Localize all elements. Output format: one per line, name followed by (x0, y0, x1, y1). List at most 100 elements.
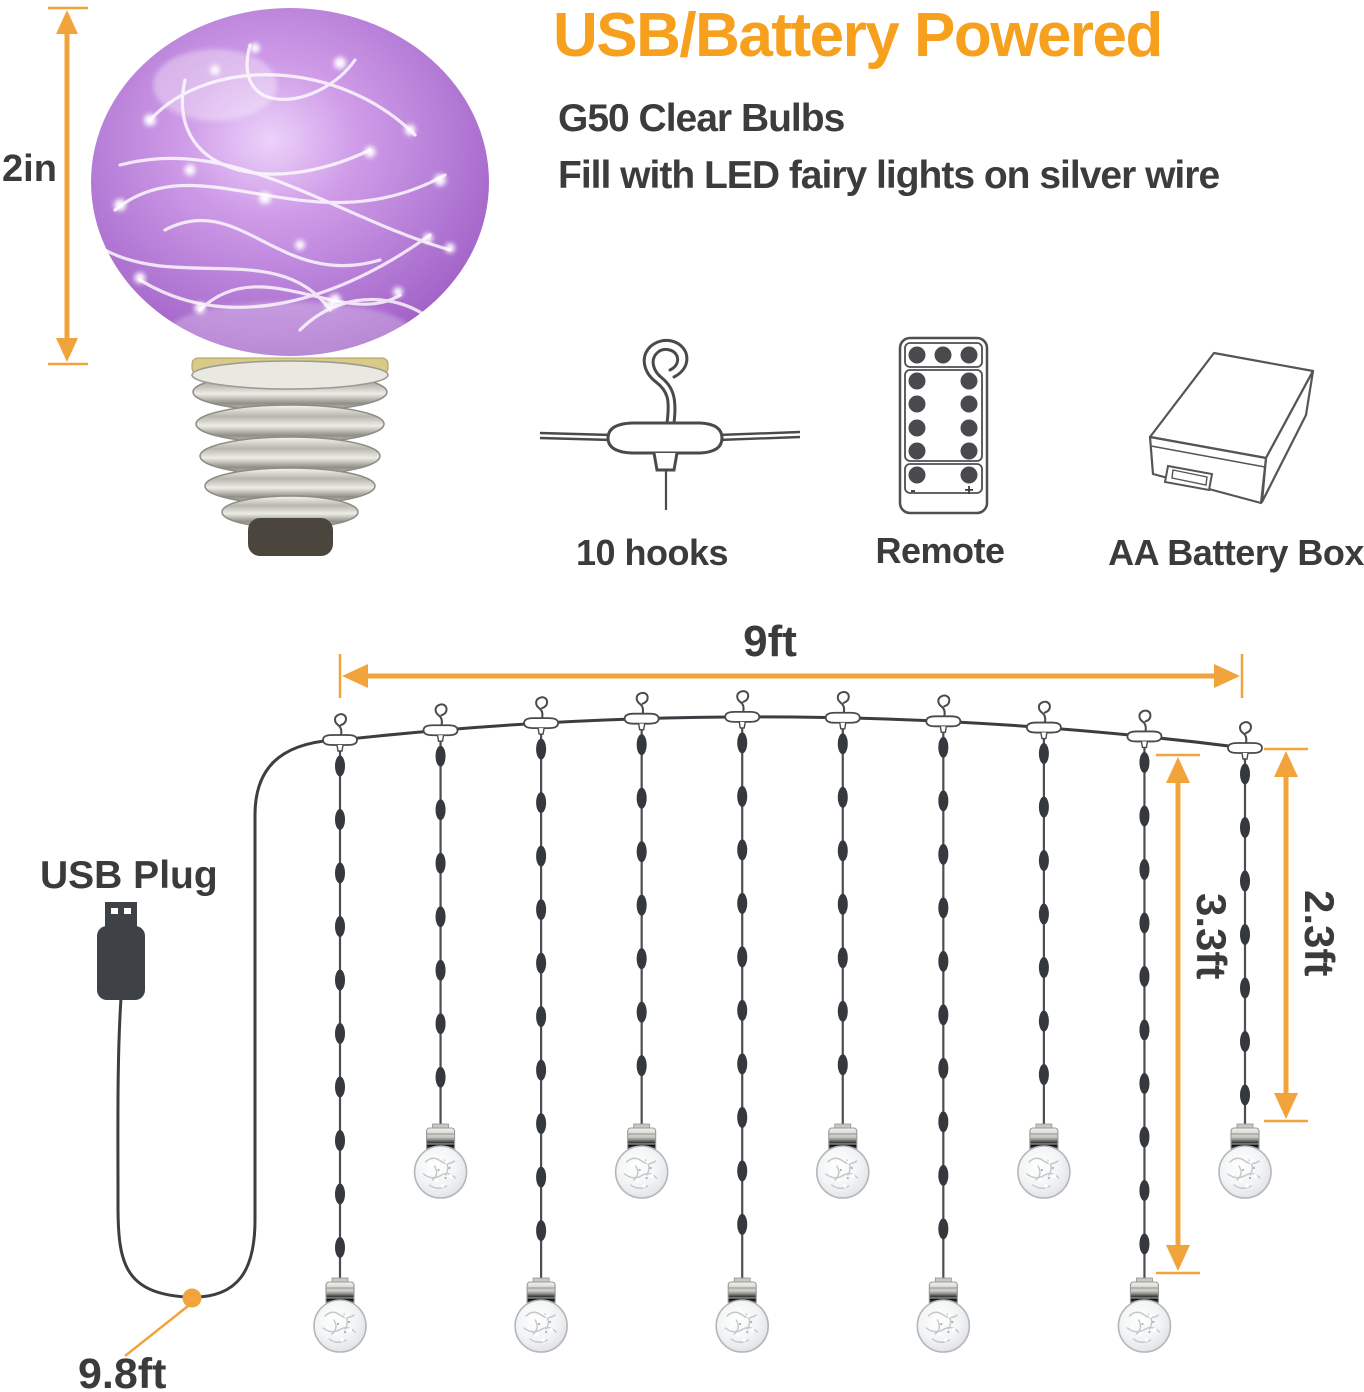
led-bead (1139, 858, 1150, 880)
subtitle-line2: Fill with LED fairy lights on silver wir… (558, 154, 1220, 197)
led-bead (636, 787, 647, 809)
led-bead (837, 786, 848, 808)
led-bead (1240, 977, 1250, 999)
led-bead (335, 809, 345, 830)
led-bead (1240, 870, 1250, 892)
clear-bulb-icon (715, 1277, 770, 1353)
curtain-strings (313, 690, 1272, 1353)
led-bead (938, 950, 949, 972)
bulb-size-label: 2in (2, 148, 57, 190)
clear-bulb-icon (916, 1277, 971, 1353)
hooks-count-label: 10 hooks (575, 532, 729, 573)
led-bead (737, 1106, 748, 1128)
long-drop-label: 3.3ft (1188, 893, 1235, 979)
string-drop-5 (715, 690, 770, 1353)
remote-buttons (908, 346, 978, 484)
led-bead (1139, 1072, 1150, 1094)
led-bead (636, 1055, 647, 1077)
led-bead (1240, 817, 1250, 838)
led-bead (938, 843, 949, 865)
led-bead (938, 1111, 949, 1133)
led-bead (837, 733, 848, 755)
led-bead (1240, 763, 1250, 785)
clear-bulb-icon (514, 1277, 568, 1353)
led-bead (435, 799, 446, 821)
size-arrow-2in (48, 6, 88, 366)
string-drop-3 (514, 696, 568, 1353)
led-bead (737, 999, 748, 1021)
led-bead (1139, 805, 1150, 827)
led-bead (536, 738, 547, 760)
led-bead (1038, 1064, 1049, 1086)
led-bead (737, 1160, 748, 1182)
lead-marker-dot (182, 1288, 202, 1308)
lead-length-callout: 9.8ft (78, 1288, 202, 1392)
led-bead (335, 1023, 345, 1044)
hanging-hook-icon (322, 713, 358, 752)
clear-bulb-icon (413, 1123, 468, 1199)
led-bead (536, 1166, 547, 1188)
led-bead (837, 947, 848, 969)
led-bead (536, 792, 547, 814)
remote-label: Remote (875, 530, 1005, 571)
battery-box-icon (1148, 351, 1315, 505)
long-drop-measure: 3.3ft (1156, 753, 1235, 1275)
led-bead (335, 1130, 345, 1151)
short-drop-label: 2.3ft (1296, 890, 1343, 976)
hanging-hook-icon (1227, 721, 1263, 760)
led-bead (737, 732, 748, 754)
string-drop-2 (413, 703, 468, 1199)
usb-body (97, 926, 145, 1000)
led-bead (1038, 850, 1049, 872)
led-bead (536, 1220, 547, 1242)
hanging-hook-icon (925, 694, 962, 734)
led-bead (636, 948, 647, 970)
curtain-top-cord (339, 715, 1246, 750)
led-bead (1240, 924, 1250, 945)
led-bead (837, 1000, 848, 1022)
led-bead (335, 1183, 345, 1205)
led-bead (1240, 1084, 1250, 1106)
led-bead (938, 790, 949, 812)
remote-minus-label: - (910, 482, 915, 499)
usb-plug-label: USB Plug (40, 854, 218, 897)
led-bead (536, 899, 547, 921)
led-bead (435, 959, 446, 981)
led-bead (636, 734, 647, 756)
hanging-hook-icon (824, 690, 861, 730)
led-bead (435, 1066, 446, 1088)
purple-bulb-photo (48, 6, 489, 556)
width-measure-9ft: 9ft (338, 617, 1244, 698)
led-bead (1139, 1233, 1150, 1255)
usb-lead-cord (116, 738, 335, 1299)
remote-icon: - + (898, 336, 989, 515)
led-bead (636, 894, 647, 916)
led-bead (1240, 1031, 1250, 1052)
usb-connector (105, 902, 137, 928)
bulb-glass-globe (91, 8, 489, 358)
led-bead (938, 1164, 949, 1186)
led-bead (536, 1113, 547, 1135)
led-bead (1139, 1179, 1150, 1201)
clear-bulb-icon (815, 1123, 870, 1199)
led-bead (1139, 751, 1150, 773)
led-bead (1038, 957, 1049, 979)
led-bead (536, 1006, 547, 1028)
led-bead (1139, 965, 1150, 987)
string-drop-6 (815, 690, 870, 1199)
led-bead (1139, 912, 1150, 934)
battery-usb-port (1163, 464, 1214, 492)
subtitle-line1: G50 Clear Bulbs (558, 97, 845, 140)
led-bead (335, 755, 345, 777)
led-bead (737, 785, 748, 807)
led-bead (938, 736, 949, 758)
clear-bulb-icon (313, 1277, 367, 1353)
led-bead (837, 893, 848, 915)
led-bead (737, 1053, 748, 1075)
string-drop-4 (614, 691, 669, 1199)
usb-plug: USB Plug (40, 854, 218, 1000)
led-bead (435, 852, 446, 874)
led-bead (1139, 1019, 1150, 1041)
string-drop-10 (1218, 721, 1272, 1199)
